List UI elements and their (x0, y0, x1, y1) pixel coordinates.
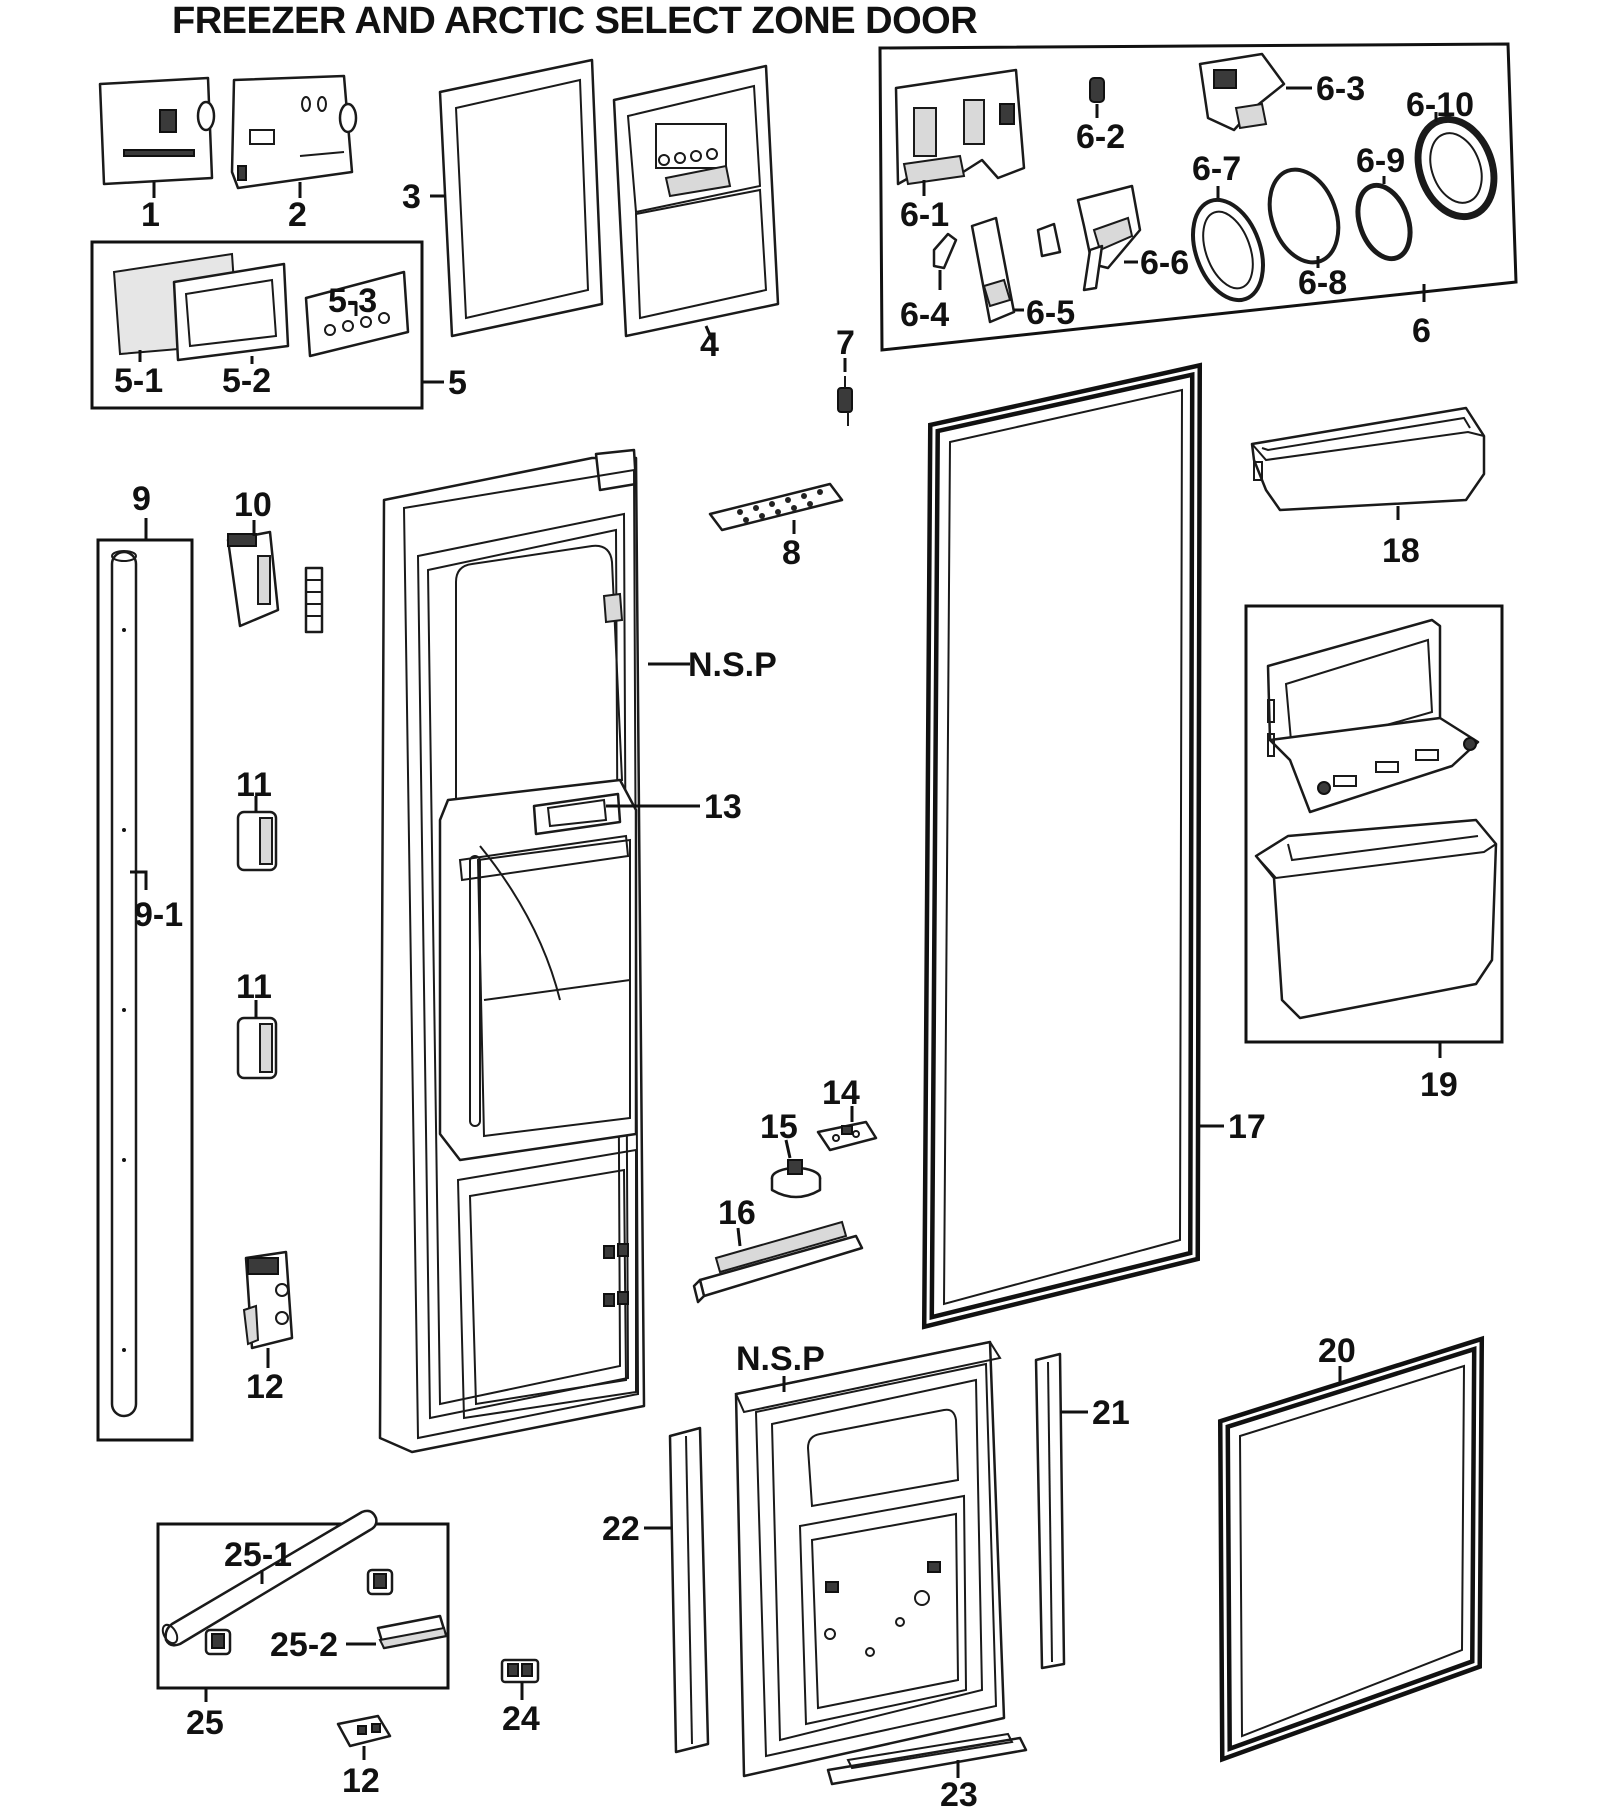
part-11-handle-clip-lower (236, 1016, 278, 1080)
part-21-side-trim (1034, 1352, 1066, 1670)
label-15: 15 (760, 1108, 798, 1146)
label-9: 9 (132, 480, 151, 518)
label-11b: 11 (236, 968, 272, 1006)
part-9-1-handle-bar (110, 550, 138, 1418)
label-4: 4 (700, 326, 719, 364)
label-5-1: 5-1 (114, 362, 163, 400)
label-11a: 11 (236, 766, 272, 804)
part-6-6-chute-lever (1076, 184, 1142, 292)
label-nsp-bottom: N.S.P (736, 1340, 825, 1378)
diagram-title: FREEZER AND ARCTIC SELECT ZONE DOOR (172, 0, 978, 42)
label-5-3: 5-3 (328, 282, 377, 320)
label-5: 5 (448, 364, 467, 402)
label-12b: 12 (342, 1762, 380, 1800)
part-14-bracket (816, 1120, 878, 1152)
label-9-1: 9-1 (134, 896, 183, 934)
label-21: 21 (1092, 1394, 1130, 1432)
label-3: 3 (402, 178, 421, 216)
freezer-door-assembly (378, 448, 646, 1454)
label-19: 19 (1420, 1066, 1458, 1104)
part-17-door-gasket (921, 362, 1203, 1330)
label-14: 14 (822, 1074, 860, 1112)
part-25-2-bracket (376, 1614, 448, 1650)
label-6-1: 6-1 (900, 196, 949, 234)
label-25-2: 25-2 (270, 1626, 338, 1664)
part-16-trim-bar (692, 1220, 864, 1304)
part-25-1-cap-right (366, 1568, 394, 1596)
label-7: 7 (836, 324, 855, 362)
label-24: 24 (502, 1700, 540, 1738)
part-18-door-bin (1250, 406, 1486, 512)
label-6-8: 6-8 (1298, 264, 1347, 302)
label-5-2: 5-2 (222, 362, 271, 400)
label-6-5: 6-5 (1026, 294, 1075, 332)
label-8: 8 (782, 534, 801, 572)
label-22: 22 (602, 1510, 640, 1548)
part-2-display-panel (230, 74, 358, 190)
label-18: 18 (1382, 532, 1420, 570)
part-23-bottom-trim (826, 1732, 1028, 1786)
label-10: 10 (234, 486, 272, 524)
part-6-9-ring (1355, 182, 1413, 262)
label-25-1: 25-1 (224, 1536, 292, 1574)
label-6-9: 6-9 (1356, 142, 1405, 180)
part-24-clip (500, 1658, 540, 1684)
part-6-5-lever (970, 216, 1062, 324)
label-12a: 12 (246, 1368, 284, 1406)
part-5-group-box (90, 240, 424, 410)
part-6-7-duct-cap (1191, 197, 1265, 303)
part-5-2-frame (172, 262, 290, 362)
label-2: 2 (288, 196, 307, 234)
part-15-gear (770, 1159, 822, 1199)
label-6-4: 6-4 (900, 296, 949, 334)
part-22-side-trim (668, 1426, 710, 1754)
part-6-group-box (878, 42, 1518, 352)
part-8-vent-cover (708, 482, 844, 532)
part-25-1-bar (161, 1509, 378, 1647)
label-6: 6 (1412, 312, 1431, 350)
label-6-7: 6-7 (1192, 150, 1241, 188)
part-6-4-pad (932, 232, 958, 270)
label-16: 16 (718, 1194, 756, 1232)
part-12-handle-base (242, 1250, 294, 1350)
part-12-handle-base-small (336, 1714, 392, 1748)
part-6-1-lever-housing (894, 68, 1026, 186)
label-6-2: 6-2 (1076, 118, 1125, 156)
part-3-dispenser-frame (438, 58, 604, 338)
part-6-8-seal (1267, 167, 1341, 265)
label-13: 13 (704, 788, 742, 826)
part-19-bin-assembly (1254, 618, 1498, 1020)
label-nsp-top: N.S.P (688, 646, 777, 684)
part-25-cap-left (204, 1628, 232, 1656)
label-20: 20 (1318, 1332, 1356, 1370)
part-11-handle-clip-upper (236, 810, 278, 872)
part-10-handle-cap (226, 530, 324, 634)
label-6-10: 6-10 (1406, 86, 1474, 124)
label-23: 23 (940, 1776, 978, 1807)
label-1: 1 (141, 196, 160, 234)
part-4-dispenser-panel (612, 64, 780, 338)
part-7-switch (837, 376, 853, 426)
part-6-2-spring (1089, 77, 1105, 103)
label-25: 25 (186, 1704, 224, 1742)
part-6-3-motor (1198, 52, 1286, 132)
label-6-6: 6-6 (1140, 244, 1189, 282)
label-6-3: 6-3 (1316, 70, 1365, 108)
part-25-group-box (156, 1522, 450, 1690)
arctic-select-zone-door (734, 1340, 1006, 1778)
part-6-10-gasket (1414, 115, 1498, 221)
part-19-group-box (1244, 604, 1504, 1044)
label-17: 17 (1228, 1108, 1266, 1146)
part-20-gasket (1217, 1335, 1485, 1763)
part-1-display-cover (98, 76, 216, 186)
